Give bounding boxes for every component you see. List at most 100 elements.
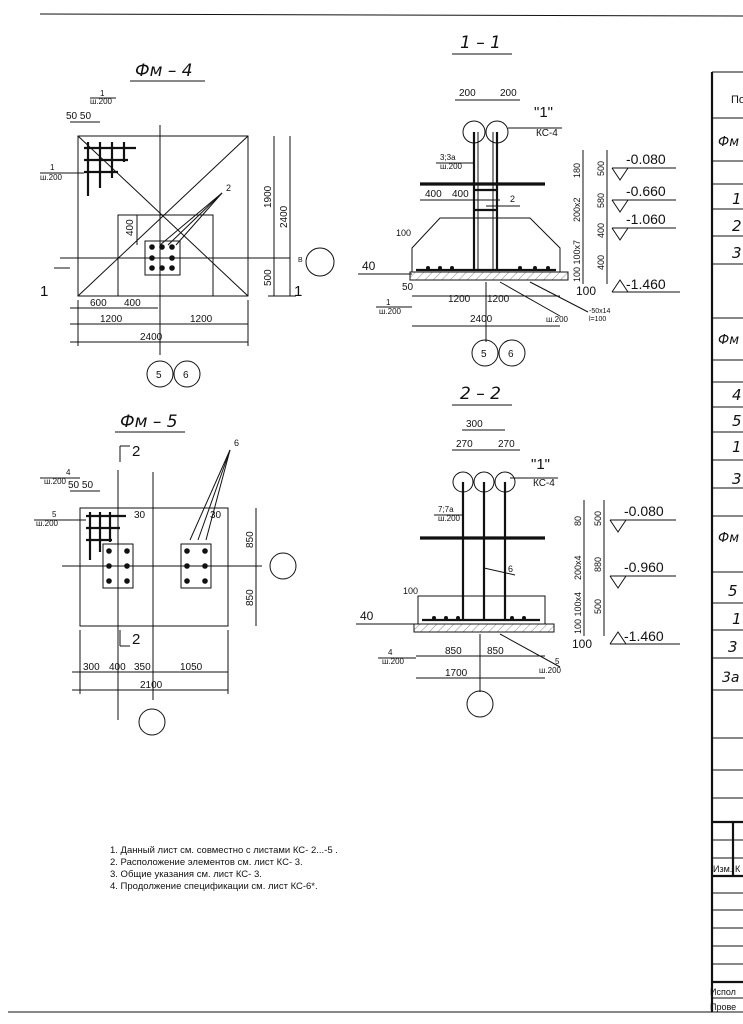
- section-11-dim-400a: 400: [425, 189, 442, 200]
- section-22-concrete-prep: [413, 623, 555, 633]
- section-22-sheet: КС-4: [533, 478, 555, 489]
- section-22-base-total: 1700: [445, 668, 468, 679]
- section-11-axis-5: 5: [481, 349, 487, 360]
- plan-fm4-dim-1200b: 1200: [190, 314, 213, 325]
- plan-fm4-axis-6-label: 6: [183, 370, 189, 381]
- section-11-vdim-580: 580: [596, 193, 606, 208]
- section-22-axis-bottom: [466, 690, 494, 718]
- plan-fm5-dim-1050: 1050: [180, 662, 203, 673]
- section-11-top-dim-b: 200: [500, 88, 517, 99]
- section-11-label-2: 2: [510, 194, 515, 204]
- spec-row-13: 3а: [722, 670, 740, 686]
- plan-fm4-section-mark-left: 1: [40, 283, 48, 300]
- plan-fm5-axis-bottom: [138, 708, 166, 736]
- plan-fm5-top-small-sub: ш.200: [44, 477, 67, 486]
- section-11-bottom-left-sub: ш.200: [379, 307, 402, 316]
- plan-fm4-dim-total: 2400: [140, 332, 163, 343]
- section-22-top-dim: 300: [466, 419, 483, 430]
- section-22-level-0960: -0.960: [624, 559, 664, 575]
- plan-fm5-left-label: 5: [52, 510, 57, 519]
- plan-fm5-dim-350: 350: [134, 662, 151, 673]
- spec-row-9: Фм: [718, 531, 739, 546]
- section-11-base-1200b: 1200: [487, 294, 510, 305]
- section-11-level-100: 100: [576, 284, 596, 298]
- plan-fm5-dim-400: 400: [109, 662, 126, 673]
- section-11-vdim-200x2: 200х2: [572, 197, 582, 222]
- spec-row-6: 5: [732, 412, 742, 430]
- section-2-2: 2 – 2 300 270 270 "1" КС-4 7;7а ш.200 6 …: [356, 384, 680, 718]
- plan-fm5-dim-30b: 30: [210, 510, 222, 521]
- plan-fm4-axis-circle-right: [305, 247, 335, 277]
- plan-fm5-dim-850a: 850: [245, 531, 256, 548]
- spec-row-4: Фм: [718, 333, 739, 348]
- section-11-level-0660: -0.660: [626, 183, 666, 199]
- plan-fm4-axis-6: [173, 360, 201, 388]
- plan-fm5-dim-total: 2100: [140, 680, 163, 691]
- section-11-plate: -50х14: [589, 308, 611, 315]
- spec-row-5: 4: [732, 386, 742, 404]
- section-11-vdim-100x7: 100 100х7: [572, 240, 582, 282]
- spec-row-7: 1: [732, 438, 742, 456]
- section-11-bottom-right: ш.200: [546, 315, 569, 324]
- section-11-concrete-prep: [409, 271, 569, 281]
- spec-row-8: 3: [732, 470, 742, 488]
- section-11-plate-sub: l=100: [589, 316, 606, 323]
- section-11-base-1200a: 1200: [448, 294, 471, 305]
- spec-row-10: 5: [728, 582, 738, 600]
- plan-fm4-dim-1200a: 1200: [100, 314, 123, 325]
- plan-fm4-left-label-sub: ш.200: [40, 173, 63, 182]
- notes: 1. Данный лист см. совместно с листами К…: [110, 845, 338, 892]
- section-11-bar-label-sub: ш.200: [440, 162, 463, 171]
- spec-table-header: По: [731, 94, 743, 106]
- plan-fm5-dim-300: 300: [83, 662, 100, 673]
- plan-fm4-axis-5-label: 5: [156, 370, 162, 381]
- section-11-level-1460: -1.460: [626, 276, 666, 292]
- section-22-title: 2 – 2: [460, 384, 501, 404]
- plan-fm5-dim-850b: 850: [245, 589, 256, 606]
- note-1: 1. Данный лист см. совместно с листами К…: [110, 845, 338, 856]
- section-11-axis-6: 6: [508, 349, 514, 360]
- plan-fm4-top-small: 1: [100, 89, 105, 98]
- section-11-vdim-500: 500: [596, 161, 606, 176]
- fm5-slab-outline: [79, 507, 229, 627]
- plan-fm5-callout: 6: [234, 438, 239, 448]
- section-22-top-dim-b: 270: [498, 439, 515, 450]
- section-22-base-850b: 850: [487, 646, 504, 657]
- section-22-bar-label-sub: ш.200: [438, 514, 461, 523]
- section-11-level-1060: -1.060: [626, 211, 666, 227]
- section-11-base-total: 2400: [470, 314, 493, 325]
- section-22-label-4-sub: ш.200: [382, 657, 405, 666]
- section-22-level-100: 100: [572, 637, 592, 651]
- section-22-vdim-200x4: 200х4: [573, 555, 583, 580]
- plan-fm4-dim-500: 500: [263, 269, 274, 286]
- section-22-vdim-880: 880: [593, 557, 603, 572]
- plan-fm4-dim-400: 400: [125, 219, 136, 236]
- fm5-rebar-mesh: [86, 512, 126, 560]
- section-22-vdim-500a: 500: [593, 511, 603, 526]
- plan-fm4-top-small-sub: ш.200: [90, 97, 113, 106]
- section-11-vdim-400b: 400: [596, 255, 606, 270]
- section-22-node: "1": [531, 456, 550, 473]
- plan-fm5-section-bottom: 2: [132, 631, 140, 648]
- section-11-vdim-180: 180: [572, 163, 582, 178]
- section-22-top-dim-a: 270: [456, 439, 473, 450]
- plan-fm4-section-mark-right: 1: [294, 283, 302, 300]
- section-22-base-850a: 850: [445, 646, 462, 657]
- frame-top-line: [39, 13, 743, 17]
- section-11-node: "1": [534, 104, 553, 121]
- note-3: 3. Общие указания см. лист КС- 3.: [110, 869, 262, 880]
- section-11-sheet: КС-4: [536, 128, 558, 139]
- plan-fm4-top-dim: 50 50: [66, 111, 91, 122]
- note-4: 4. Продолжение спецификации см. лист КС-…: [110, 881, 318, 892]
- stamp-izm: Изм.: [713, 864, 732, 874]
- plan-fm5-top-small: 4: [66, 468, 71, 477]
- section-1-1: 1 – 1 200 200 "1" КС-4 3;3а ш.200 400 40…: [358, 33, 680, 367]
- section-11-bar-label: 3;3а: [440, 153, 456, 162]
- spec-row-3: 3: [732, 244, 742, 262]
- section-11-top-dim-a: 200: [459, 88, 476, 99]
- section-22-vdim-80: 80: [573, 516, 583, 526]
- plan-fm5-section-top: 2: [132, 443, 140, 460]
- section-22-level-0080: -0.080: [624, 503, 664, 519]
- spec-table: По Фм 1 2 3 Фм 4 5 1 3 Фм 5 1 3 3: [710, 71, 743, 1012]
